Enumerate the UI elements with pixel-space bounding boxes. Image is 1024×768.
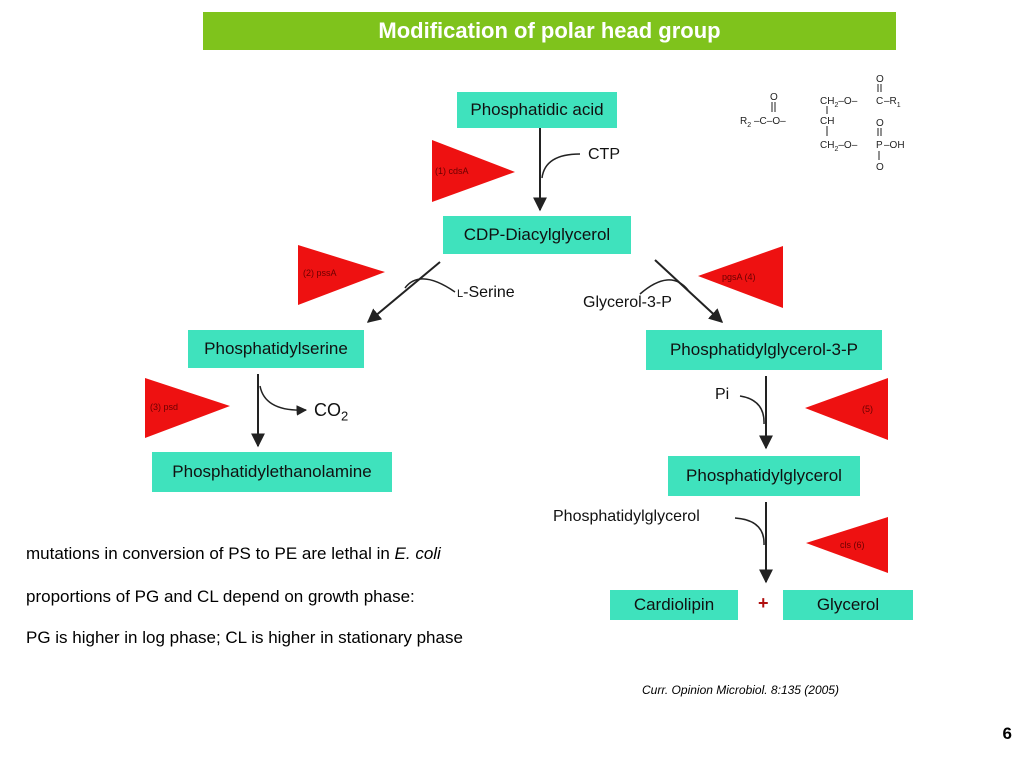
struct-o-bot: O (876, 162, 884, 173)
box-phosphatidylserine: Phosphatidylserine (188, 330, 364, 368)
box-cdp-diacylglycerol: CDP-Diacylglycerol (443, 216, 631, 254)
enzyme-label-2: (2) pssA (303, 268, 337, 278)
citation: Curr. Opinion Microbiol. 8:135 (2005) (642, 683, 839, 697)
box-phosphatidylglycerol: Phosphatidylglycerol (668, 456, 860, 496)
pg-input-curve (734, 517, 765, 546)
note-line-2: proportions of PG and CL depend on growt… (26, 587, 415, 606)
enzyme-label-6: cls (6) (840, 540, 865, 550)
box-cardiolipin: Cardiolipin (610, 590, 738, 620)
struct-p: P (876, 140, 883, 151)
label-l-serine-text: -Serine (463, 284, 515, 301)
label-l-serine: L-Serine (457, 284, 515, 302)
g3p-curve (639, 279, 689, 295)
box-phosphatidylethanolamine: Phosphatidylethanolamine (152, 452, 392, 492)
enzyme-triangle-2 (298, 245, 385, 305)
struct-c-left: –C–O– (754, 116, 786, 127)
enzyme-triangle-4 (698, 246, 783, 308)
label-co2: CO2 (314, 400, 348, 424)
struct-ch2-bot: CH2–O– (820, 140, 858, 153)
enzyme-label-3: (3) psd (150, 402, 178, 412)
struct-o-left: O (770, 92, 778, 103)
enzyme-triangle-5 (805, 378, 888, 440)
struct-o-p: O (876, 118, 884, 129)
note-line-1: mutations in conversion of PS to PE are … (26, 544, 441, 564)
page-number: 6 (1002, 724, 1012, 743)
note-line-1-main: mutations in conversion of PS to PE are … (26, 544, 395, 563)
struct-r1: –R1 (884, 96, 901, 109)
arrow-cdpdag-to-pgp (654, 259, 724, 323)
slide-title: Modification of polar head group (203, 12, 896, 50)
label-ctp: CTP (588, 146, 620, 163)
struct-ch: CH (820, 116, 834, 127)
serine-curve (404, 278, 456, 293)
note-line-1-species: E. coli (394, 544, 441, 563)
arrow-cdpdag-to-ps (366, 261, 441, 323)
label-co2-sub: 2 (341, 408, 349, 424)
enzyme-label-5: (5) (862, 404, 873, 414)
ctp-curve (541, 153, 581, 179)
co2-curve (259, 385, 308, 416)
note-line-3: PG is higher in log phase; CL is higher … (26, 628, 463, 647)
pi-curve (739, 395, 765, 425)
phosphatidic-acid-structure: O CH2–O– C –R1 O R2 –C–O– CH CH2–O– O P … (740, 74, 905, 173)
label-pi: Pi (715, 386, 730, 403)
label-plus: + (758, 593, 769, 613)
label-co2-main: CO (314, 400, 341, 420)
box-glycerol: Glycerol (783, 590, 913, 620)
label-l-serine-prefix: L (457, 288, 464, 300)
label-pg-input: Phosphatidylglycerol (553, 508, 700, 525)
struct-r2: R2 (740, 116, 751, 129)
struct-c-top: C (876, 96, 883, 107)
struct-oh: –OH (884, 140, 905, 151)
enzyme-triangle-3 (145, 378, 230, 438)
enzyme-triangle-1 (432, 140, 515, 202)
struct-o-top: O (876, 74, 884, 85)
label-glycerol-3p: Glycerol-3-P (583, 294, 672, 311)
enzyme-label-1: (1) cdsA (435, 166, 469, 176)
box-phosphatidylglycerol-3p: Phosphatidylglycerol-3-P (646, 330, 882, 370)
enzyme-triangle-6 (806, 517, 888, 573)
struct-ch2-top: CH2–O– (820, 96, 858, 109)
box-phosphatidic-acid: Phosphatidic acid (457, 92, 617, 128)
enzyme-label-4: pgsA (4) (722, 272, 756, 282)
